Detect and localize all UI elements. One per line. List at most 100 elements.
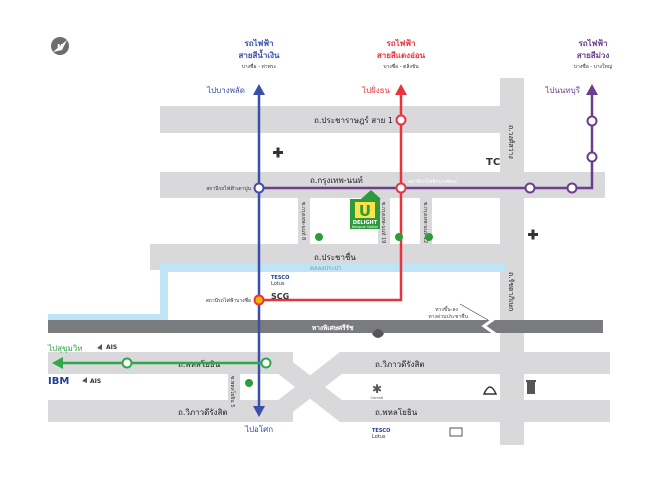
red-line-arrow-up	[395, 84, 407, 95]
project-marker: U DELIGHT Bangsue Station	[350, 190, 381, 229]
mrt-icon-4	[245, 379, 253, 387]
central-emblem: ✱	[372, 382, 382, 396]
blue-line-dest-bottom: ไปอโศก	[244, 424, 273, 434]
green-line-arrow-left	[52, 357, 63, 369]
road-wiphawadi-bottom-left	[48, 400, 293, 422]
road-label-krungthep: ถ.กรุงเทพ-นนท์	[310, 175, 363, 185]
expressway-ramp-arrow	[481, 314, 499, 338]
mrt-icon-1	[315, 233, 323, 241]
road-label-soi-22: ซ.กรุงเทพ-นนท์ 22	[422, 202, 429, 243]
building-logo	[449, 427, 463, 437]
central-logo: ✱ Central	[371, 382, 384, 400]
purple-line-subtitle: สายสีม่วง	[577, 50, 610, 60]
project-name: DELIGHT	[353, 220, 378, 226]
ramp-note-2: ทางด่วนประชาชื่น	[428, 313, 468, 320]
station-green-2	[260, 357, 272, 369]
road-label-phahon-bottom: ถ.พหลโยธิน	[375, 407, 418, 417]
tc-logo-text: TC	[486, 157, 500, 168]
expressway-ramp-pointer	[459, 303, 489, 321]
m-icons	[245, 233, 433, 387]
project-subtitle: Bangsue Station	[352, 225, 378, 229]
expressway-label: ทางพิเศษศรีรัช	[312, 324, 354, 332]
red-line-dest-top: ไปฝั่งธน	[361, 84, 391, 95]
ibm-logo: IBM	[48, 376, 69, 387]
ais-1-text: AIS	[106, 344, 117, 351]
station-dots	[121, 114, 598, 369]
red-line	[262, 84, 407, 302]
scg-text: SCG	[271, 292, 289, 301]
scg-logo: SCG	[271, 292, 289, 301]
purple-line-route: บางซื่อ - บางใหญ่	[574, 63, 612, 70]
compass-letter: N	[57, 43, 63, 51]
road-label-wongsawang: ถ.วงศ์สว่าง	[507, 125, 515, 159]
ais-2-text: AIS	[90, 378, 101, 385]
station-purple-3	[586, 151, 598, 163]
station-purple-1	[524, 182, 536, 194]
station-green-1	[121, 357, 133, 369]
road-label-wiphawadi-bottom: ถ.วิภาวดีรังสิต	[178, 408, 228, 417]
road-krungthep-nonthaburi	[160, 172, 605, 198]
central-text: Central	[371, 396, 384, 400]
blue-line-title: รถไฟฟ้า	[245, 38, 274, 48]
ramp-note-1: ทางขึ้น-ลง	[435, 304, 458, 313]
mrt-icon-2	[395, 233, 403, 241]
tower-icon	[526, 380, 536, 394]
blue-line	[253, 84, 265, 417]
ais-logo-1: AIS	[97, 344, 117, 351]
purple-line-arrow-up	[586, 84, 598, 95]
blue-line-arrow-down	[253, 406, 265, 417]
expressway-sirat	[48, 320, 603, 333]
ais-logo-2: AIS	[82, 377, 101, 385]
project-letter: U	[359, 202, 371, 220]
road-soi-22	[420, 198, 432, 244]
hospital-icon	[273, 147, 283, 158]
blue-line-arrow-up	[253, 84, 265, 95]
road-label-soi-19: ซ.กรุงเทพ-นนท์ 19	[380, 202, 387, 243]
tesco-2-lotus: Lotus	[372, 434, 386, 440]
red-line-route: บางซื่อ - ตลิ่งชัน	[383, 63, 419, 70]
road-label-wiphawadi-right: ถ.วิภาวดีรังสิต	[375, 360, 425, 369]
hospital-icon-2	[528, 229, 538, 240]
north-compass: N	[51, 37, 69, 55]
canal-label: คลองประปา	[310, 265, 342, 272]
canal-prapa	[160, 264, 505, 272]
road-soi-8	[298, 198, 310, 244]
road-soi-19	[378, 198, 390, 244]
tesco-1-lotus: Lotus	[271, 281, 285, 287]
road-pracharat-sai1	[160, 106, 520, 133]
tc-logo: TC	[486, 157, 500, 168]
red-line-title: รถไฟฟ้า	[387, 38, 416, 48]
road-soi-phahon	[228, 374, 240, 400]
road-wongsawang	[500, 78, 524, 208]
station-tao-poon	[253, 182, 265, 194]
bell-icon	[482, 386, 498, 395]
tesco-lotus-logo-1: TESCO Lotus	[271, 275, 289, 287]
road-label-soi-8: ซ.กรุงเทพ-นนท์ 8	[300, 202, 307, 240]
road-phahon-bottom-right	[340, 400, 610, 422]
road-label-pracha-chuen: ถ.ประชาชื่น	[314, 251, 356, 262]
road-cross-2	[250, 352, 370, 422]
road-label-ratchada: ถ.รัชดาภิเษก	[507, 272, 515, 311]
green-line-dest-left: ไปสุขุมวิท	[47, 344, 83, 353]
station-purple-4	[586, 115, 598, 127]
purple-line-title: รถไฟฟ้า	[579, 38, 608, 48]
purple-line-dest-top: ไปนนทบุรี	[544, 86, 580, 95]
tesco-1-text: TESCO	[271, 275, 289, 281]
canal-prapa-bottom	[48, 314, 168, 322]
station-pracharat-red	[395, 114, 407, 126]
mrt-icon-3	[425, 233, 433, 241]
road-label-pracharat: ถ.ประชาราษฎร์ สาย 1	[314, 115, 393, 125]
blue-line-route: บางซื่อ - ท่าพระ	[242, 63, 277, 70]
blue-line-dest-top: ไปบางพลัด	[206, 86, 245, 95]
station-label-bang-son: สถานีรถไฟฟ้าบางซ่อน	[408, 178, 457, 185]
blue-line-subtitle: สายสีน้ำเงิน	[238, 49, 280, 60]
tesco-2-text: TESCO	[372, 428, 390, 434]
canal-prapa-vertical	[160, 264, 168, 322]
station-purple-2	[566, 182, 578, 194]
road-wiphawadi-right	[340, 352, 610, 374]
green-line	[52, 357, 266, 369]
station-label-bang-sue: สถานีรถไฟฟ้าบางซื่อ	[206, 297, 251, 304]
station-bang-son	[395, 182, 407, 194]
station-bang-sue	[253, 294, 265, 306]
